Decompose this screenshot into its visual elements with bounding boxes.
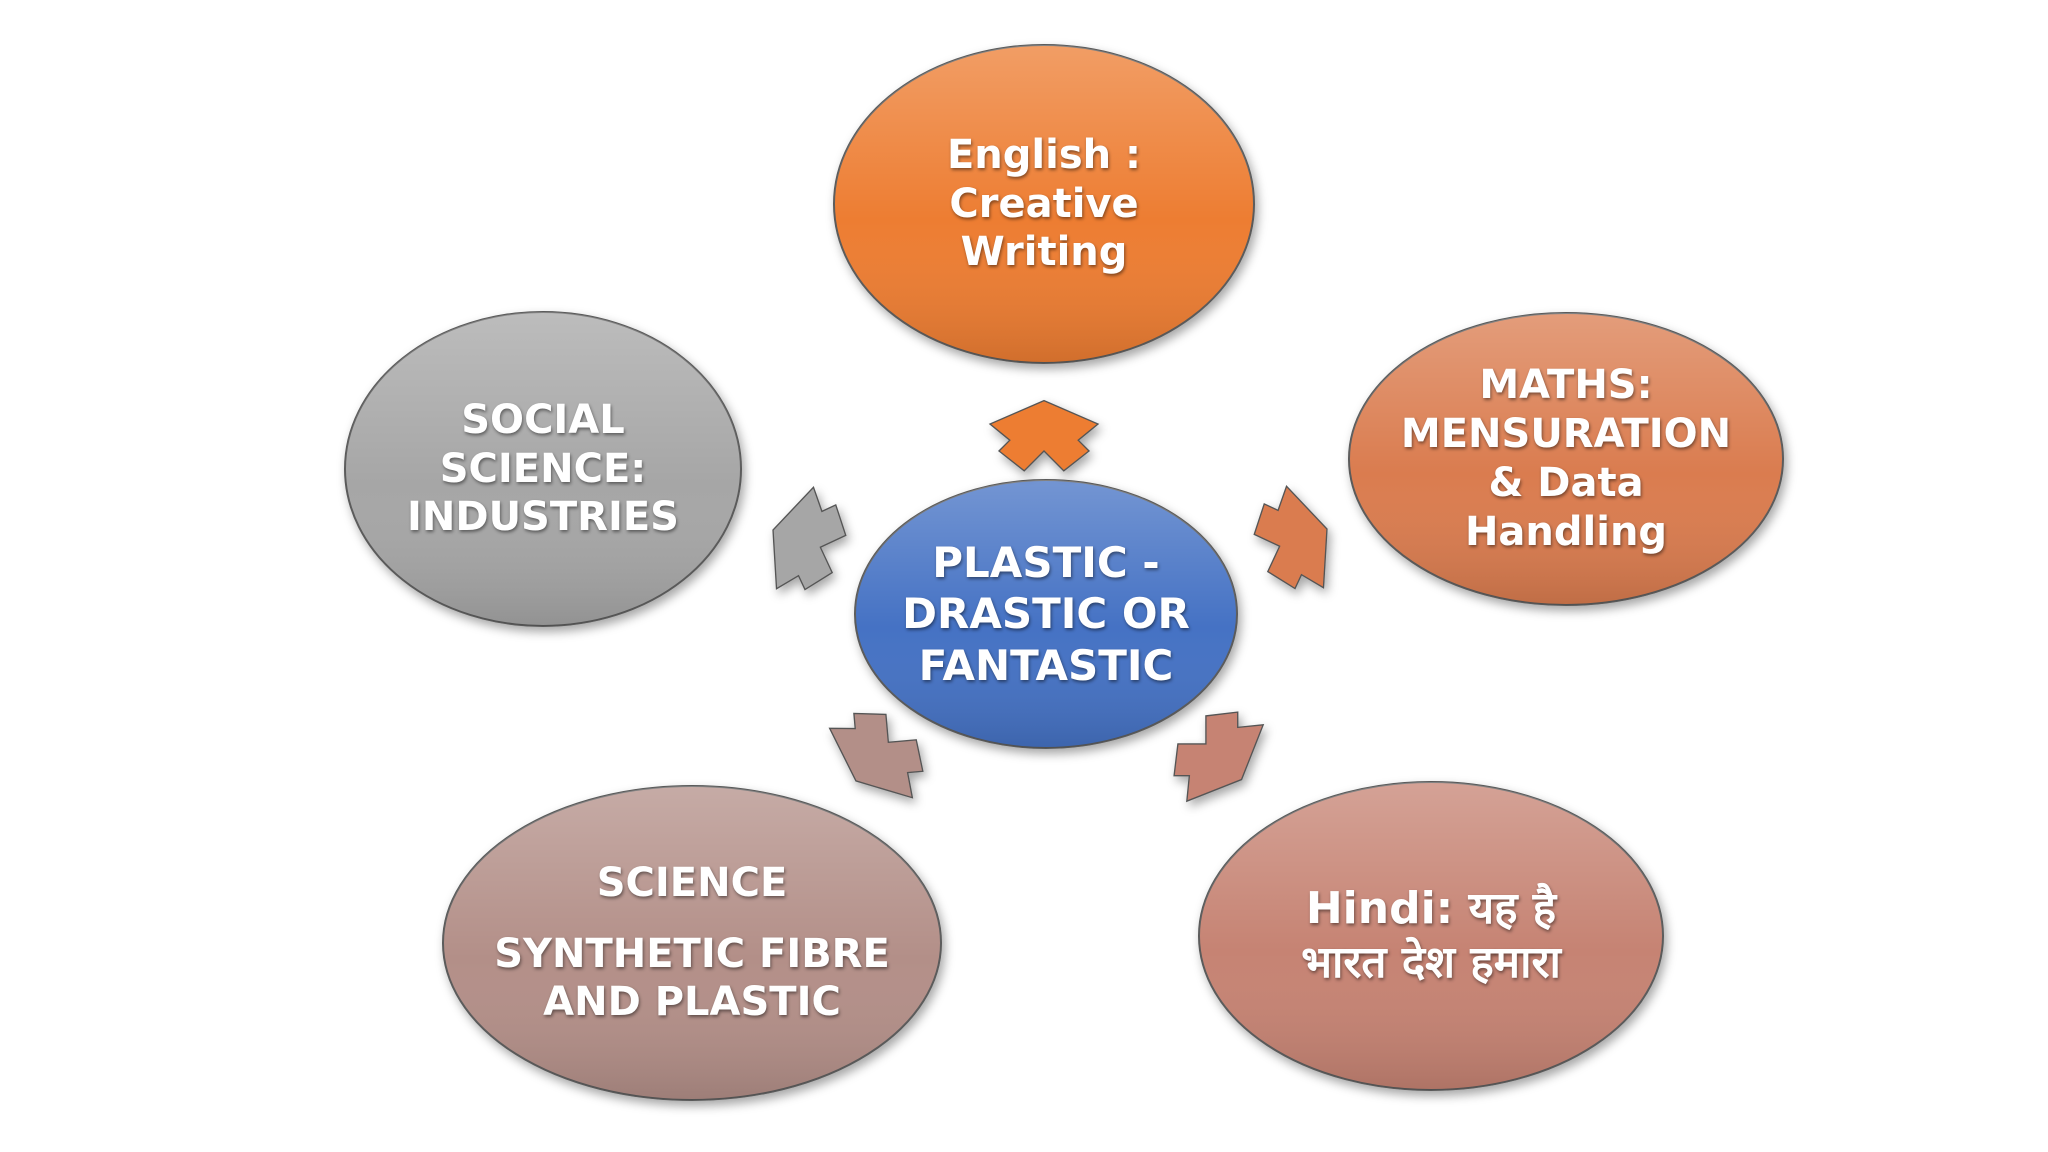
arrow-up-icon xyxy=(989,399,1099,472)
arrow-upper-right-icon xyxy=(1241,477,1347,605)
social-science-label: SOCIAL SCIENCE: INDUSTRIES xyxy=(407,396,679,541)
arrow-upper-left-icon xyxy=(753,478,859,606)
english-label: English : Creative Writing xyxy=(946,131,1142,276)
hindi-label: Hindi: यह है भारत देश हमारा xyxy=(1301,883,1561,988)
science-label: SCIENCE SYNTHETIC FIBRE AND PLASTIC xyxy=(494,859,890,1026)
center-label: PLASTIC - DRASTIC OR FANTASTIC xyxy=(902,538,1190,690)
maths-label: MATHS: MENSURATION & Data Handling xyxy=(1400,362,1732,555)
